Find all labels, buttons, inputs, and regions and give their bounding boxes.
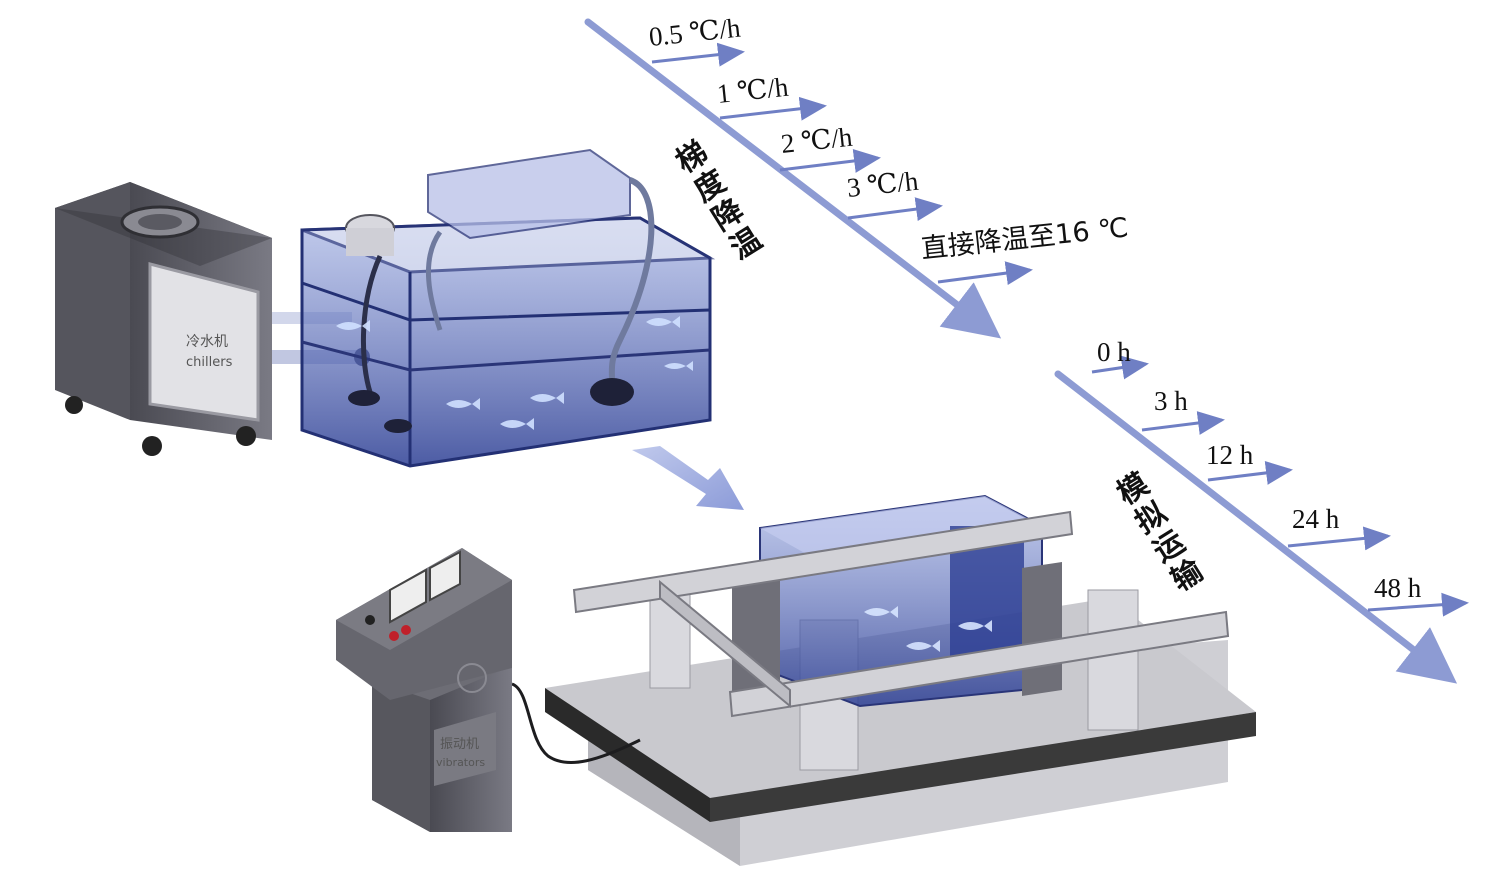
cooling-rate-tick xyxy=(719,96,827,121)
transport-title: 模 拟 运 输 xyxy=(1111,467,1210,599)
cooling-axis xyxy=(584,18,1002,339)
transport-duration-tick xyxy=(1367,592,1469,617)
fish-icon xyxy=(646,316,680,328)
chiller-wheel-icon xyxy=(236,426,256,446)
transport-duration-label: 24 h xyxy=(1292,504,1340,534)
vibrator-screen xyxy=(389,568,427,624)
vibrator-button-icon xyxy=(389,631,399,641)
fish-icon xyxy=(864,606,898,618)
fish-icon xyxy=(958,620,992,632)
chiller-wheel-icon xyxy=(142,436,162,456)
vibrator-knob-icon xyxy=(365,615,375,625)
cooling-rate-label: 3 ℃/h xyxy=(845,166,920,203)
fish-icon xyxy=(500,418,534,430)
transport-duration-label: 48 h xyxy=(1374,573,1422,603)
frame-rail xyxy=(572,510,1074,614)
transport-duration-label: 3 h xyxy=(1154,386,1188,416)
transport-duration-tick xyxy=(1091,355,1149,380)
chiller-unit: 冷水机 chillers xyxy=(55,182,272,456)
transport-axis xyxy=(1054,370,1458,684)
holding-tank xyxy=(300,148,716,468)
cooling-rate-label: 直接降温至16 ℃ xyxy=(919,212,1129,265)
cooling-rate-tick xyxy=(847,197,943,222)
transfer-arrow xyxy=(632,446,744,510)
cooling-rate-label: 1 ℃/h xyxy=(715,72,790,109)
transport-duration-label: 0 h xyxy=(1097,337,1131,367)
fish-icon xyxy=(336,320,370,332)
cooling-rate-tick xyxy=(651,42,745,67)
chiller-panel xyxy=(148,262,260,422)
chiller-wheel-icon xyxy=(65,396,83,414)
vibrator-label-cn: 振动机 xyxy=(440,737,479,752)
transport-timeline: 0 h 3 h 12 h 24 h 48 h 模 拟 运 输 xyxy=(1054,337,1469,684)
cooling-rate-label: 0.5 ℃/h xyxy=(647,12,742,51)
vibrator-button-icon xyxy=(401,625,411,635)
chiller-label-cn: 冷水机 xyxy=(186,334,228,350)
filter-box xyxy=(427,148,631,240)
fish-icon xyxy=(664,361,693,371)
cooling-rate-label: 2 ℃/h xyxy=(779,122,854,159)
fish-icon xyxy=(530,392,564,404)
fish-icon xyxy=(446,398,480,410)
cooling-rate-tick xyxy=(779,149,881,173)
chiller-label-en: chillers xyxy=(186,355,233,370)
transport-duration-tick xyxy=(1141,411,1225,435)
fish-icon xyxy=(906,640,940,652)
transport-duration-label: 12 h xyxy=(1206,440,1254,470)
airstone-icon xyxy=(590,378,634,406)
transport-duration-tick xyxy=(1287,526,1391,551)
frame-rail xyxy=(728,610,1230,718)
vibration-table xyxy=(545,494,1256,866)
vibrator-cabinet: 振动机 vibrators xyxy=(336,548,641,832)
cooling-rate-tick xyxy=(937,261,1033,286)
vibrator-label-en: vibrators xyxy=(436,756,485,769)
vibrator-screen xyxy=(429,550,461,602)
transport-duration-tick xyxy=(1207,460,1293,485)
vibrator-logo-icon xyxy=(457,663,487,693)
